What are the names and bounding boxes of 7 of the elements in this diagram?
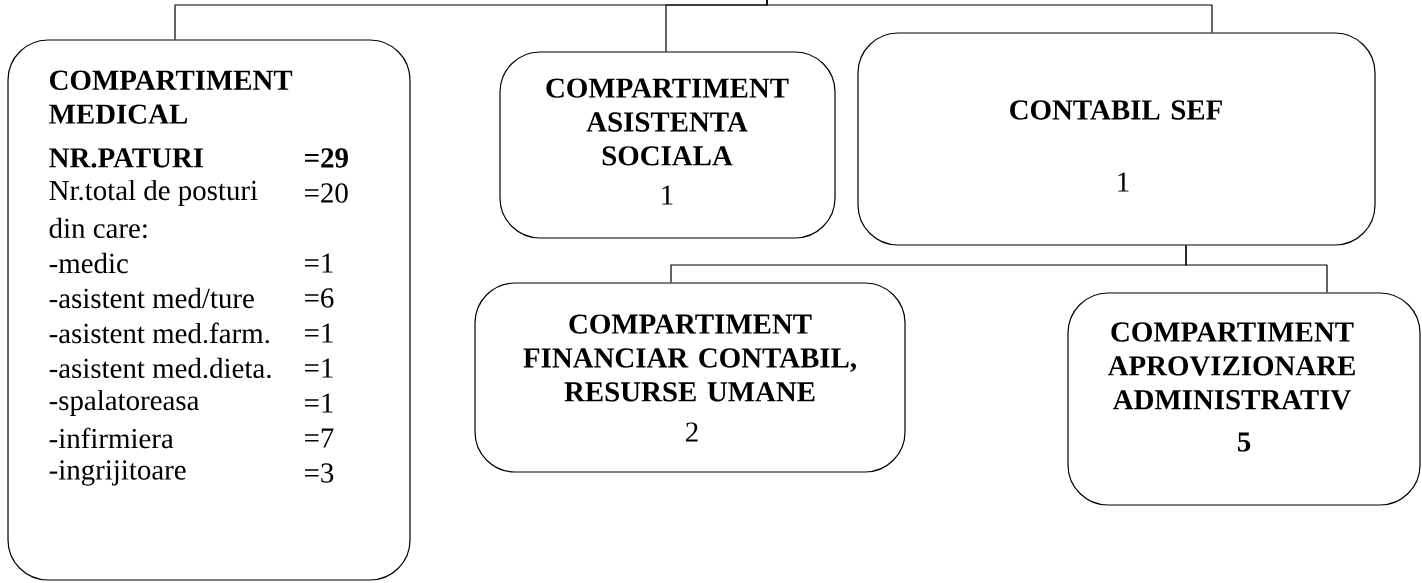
- org-box: CONTABIL SEF 1: [857, 32, 1376, 246]
- connector-line: [1185, 245, 1328, 293]
- org-box: COMPARTIMENT ASISTENTA SOCIALA 1: [499, 51, 836, 239]
- org-box: COMPARTIMENT FINANCIAR CONTABIL, RESURSE UMANE 2: [474, 282, 906, 473]
- connector-line: [766, 0, 1213, 33]
- org-box: COMPARTIMENT APROVIZIONARE ADMINISTRATIV 5: [1067, 292, 1421, 506]
- org-box: COMPARTIMENT MEDICAL NR.PATURI =29 Nr.total de posturi =20 din care: -medic =1 -asistent med/ture =6 -asistent med.farm. =1 -asistent med.dieta. =1 -spalatoreasa =1 -infirmiera =7 -ingrijitoare =3: [7, 39, 411, 581]
